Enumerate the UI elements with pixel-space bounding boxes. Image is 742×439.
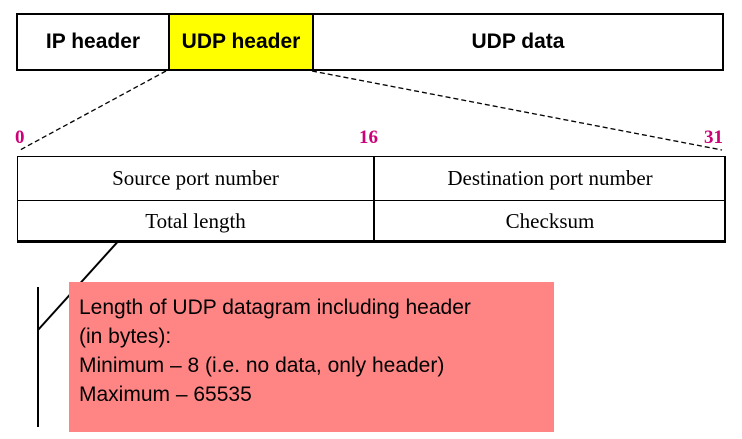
udp-data-segment: UDP data	[471, 30, 565, 53]
expand-line-right	[311, 70, 723, 151]
ip-header-segment: IP header	[45, 30, 141, 53]
bit-label-0: 0	[15, 127, 25, 148]
checksum-field: Checksum	[505, 208, 595, 233]
bit-label-16: 16	[359, 127, 378, 148]
packet-diagram: IP header UDP header UDP data	[16, 13, 724, 71]
note-line-4: Maximum – 65535	[79, 383, 252, 406]
udp-header-segment: UDP header	[168, 15, 314, 69]
source-port-field: Source port number	[112, 166, 279, 190]
note-line-1: Length of UDP datagram including header	[79, 296, 471, 319]
note-line-2: (in bytes):	[79, 325, 172, 348]
destination-port-field: Destination port number	[447, 166, 653, 190]
bit-label-31: 31	[704, 127, 723, 148]
table-row-divider	[18, 200, 725, 201]
pointer-arrow-line	[37, 226, 132, 331]
note-line-3: Minimum – 8 (i.e. no data, only header)	[79, 354, 445, 377]
expand-line-left	[19, 70, 167, 151]
udp-header-format-table: Source port number Destination port numb…	[17, 156, 726, 243]
total-length-field: Total length	[145, 208, 246, 233]
length-note-box: Length of UDP datagram including header …	[69, 282, 554, 432]
table-column-divider	[373, 157, 375, 241]
